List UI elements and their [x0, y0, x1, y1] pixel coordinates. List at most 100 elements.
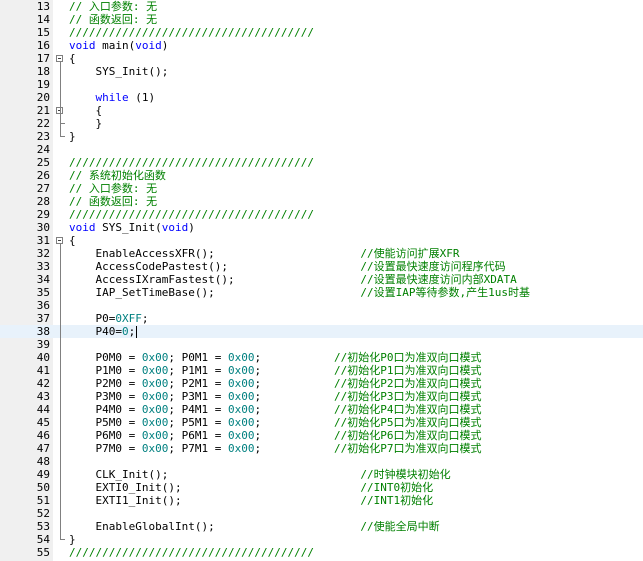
- code-text[interactable]: {: [69, 104, 102, 117]
- code-text[interactable]: }: [69, 533, 76, 546]
- code-line-17[interactable]: 17{: [0, 52, 643, 65]
- code-line-31[interactable]: 31{: [0, 234, 643, 247]
- code-line-27[interactable]: 27// 入口参数: 无: [0, 182, 643, 195]
- code-line-38[interactable]: 38 P40=0;: [0, 325, 643, 338]
- line-number: 24: [36, 143, 50, 156]
- code-token: ; P7M1 =: [168, 442, 228, 455]
- code-text[interactable]: P5M0 = 0x00; P5M1 = 0x00; //初始化P5口为准双向口模…: [69, 416, 481, 429]
- line-number: 46: [36, 429, 50, 442]
- code-line-14[interactable]: 14// 函数返回: 无: [0, 13, 643, 26]
- code-line-48[interactable]: 48: [0, 455, 643, 468]
- code-text[interactable]: SYS_Init();: [69, 65, 168, 78]
- code-text[interactable]: EXTI0_Init(); //INT0初始化: [69, 481, 433, 494]
- code-text[interactable]: CLK_Init(); //时钟模块初始化: [69, 468, 450, 481]
- code-text[interactable]: EnableGlobalInt(); //使能全局中断: [69, 520, 440, 533]
- keyword-token: while: [95, 91, 129, 104]
- code-text[interactable]: // 函数返回: 无: [69, 195, 157, 208]
- code-line-50[interactable]: 50 EXTI0_Init(); //INT0初始化: [0, 481, 643, 494]
- code-text[interactable]: P40=0;: [69, 325, 138, 338]
- code-line-46[interactable]: 46 P6M0 = 0x00; P6M1 = 0x00; //初始化P6口为准双…: [0, 429, 643, 442]
- number-token: 0x00: [141, 377, 169, 390]
- code-text[interactable]: while (1): [69, 91, 156, 104]
- code-text[interactable]: /////////////////////////////////////: [69, 546, 314, 559]
- code-text[interactable]: /////////////////////////////////////: [69, 26, 314, 39]
- code-line-28[interactable]: 28// 函数返回: 无: [0, 195, 643, 208]
- code-line-15[interactable]: 15/////////////////////////////////////: [0, 26, 643, 39]
- code-text[interactable]: P6M0 = 0x00; P6M1 = 0x00; //初始化P6口为准双向口模…: [69, 429, 481, 442]
- code-text[interactable]: // 入口参数: 无: [69, 182, 157, 195]
- code-line-54[interactable]: 54}: [0, 533, 643, 546]
- text-cursor: [136, 326, 138, 338]
- code-text[interactable]: {: [69, 234, 76, 247]
- code-line-55[interactable]: 55/////////////////////////////////////: [0, 546, 643, 559]
- code-line-23[interactable]: 23}: [0, 130, 643, 143]
- code-text[interactable]: }: [69, 117, 102, 130]
- comment-token: //使能全局中断: [360, 520, 440, 533]
- code-line-19[interactable]: 19: [0, 78, 643, 91]
- code-line-41[interactable]: 41 P1M0 = 0x00; P1M1 = 0x00; //初始化P1口为准双…: [0, 364, 643, 377]
- code-line-18[interactable]: 18 SYS_Init();: [0, 65, 643, 78]
- code-line-29[interactable]: 29/////////////////////////////////////: [0, 208, 643, 221]
- comment-token: /////////////////////////////////////: [69, 156, 315, 169]
- code-line-45[interactable]: 45 P5M0 = 0x00; P5M1 = 0x00; //初始化P5口为准双…: [0, 416, 643, 429]
- code-text[interactable]: void SYS_Init(void): [69, 221, 195, 234]
- code-text[interactable]: // 函数返回: 无: [69, 13, 157, 26]
- code-text[interactable]: IAP_SetTimeBase(); //设置IAP等待参数,产生1us时基: [69, 286, 530, 299]
- code-line-32[interactable]: 32 EnableAccessXFR(); //使能访问扩展XFR: [0, 247, 643, 260]
- code-text[interactable]: P4M0 = 0x00; P4M1 = 0x00; //初始化P4口为准双向口模…: [69, 403, 481, 416]
- code-line-53[interactable]: 53 EnableGlobalInt(); //使能全局中断: [0, 520, 643, 533]
- code-token: ; P2M1 =: [168, 377, 228, 390]
- line-number: 20: [36, 91, 50, 104]
- code-line-26[interactable]: 26// 系统初始化函数: [0, 169, 643, 182]
- code-line-35[interactable]: 35 IAP_SetTimeBase(); //设置IAP等待参数,产生1us时…: [0, 286, 643, 299]
- code-text[interactable]: void main(void): [69, 39, 168, 52]
- fold-toggle-icon[interactable]: [56, 55, 63, 62]
- code-line-25[interactable]: 25/////////////////////////////////////: [0, 156, 643, 169]
- code-text[interactable]: P7M0 = 0x00; P7M1 = 0x00; //初始化P7口为准双向口模…: [69, 442, 481, 455]
- code-line-20[interactable]: 20 while (1): [0, 91, 643, 104]
- code-text[interactable]: /////////////////////////////////////: [69, 208, 314, 221]
- code-line-24[interactable]: 24: [0, 143, 643, 156]
- code-token: ;: [254, 377, 334, 390]
- code-line-34[interactable]: 34 AccessIXramFastest(); //设置最快速度访问内部XDA…: [0, 273, 643, 286]
- comment-token: /////////////////////////////////////: [69, 26, 315, 39]
- code-line-37[interactable]: 37 P0=0XFF;: [0, 312, 643, 325]
- code-text[interactable]: // 入口参数: 无: [69, 0, 157, 13]
- code-text[interactable]: AccessCodePastest(); //设置最快速度访问程序代码: [69, 260, 505, 273]
- code-text[interactable]: /////////////////////////////////////: [69, 156, 314, 169]
- code-line-36[interactable]: 36: [0, 299, 643, 312]
- fold-toggle-icon[interactable]: [56, 107, 63, 114]
- code-line-52[interactable]: 52: [0, 507, 643, 520]
- code-line-51[interactable]: 51 EXTI1_Init(); //INT1初始化: [0, 494, 643, 507]
- code-text[interactable]: AccessIXramFastest(); //设置最快速度访问内部XDATA: [69, 273, 516, 286]
- code-text[interactable]: P0=0XFF;: [69, 312, 148, 325]
- code-line-40[interactable]: 40 P0M0 = 0x00; P0M1 = 0x00; //初始化P0口为准双…: [0, 351, 643, 364]
- code-line-21[interactable]: 21 {: [0, 104, 643, 117]
- code-token: ; P1M1 =: [168, 364, 228, 377]
- code-line-33[interactable]: 33 AccessCodePastest(); //设置最快速度访问程序代码: [0, 260, 643, 273]
- fold-toggle-icon[interactable]: [56, 237, 63, 244]
- code-text[interactable]: // 系统初始化函数: [69, 169, 166, 182]
- code-text[interactable]: P1M0 = 0x00; P1M1 = 0x00; //初始化P1口为准双向口模…: [69, 364, 481, 377]
- code-text[interactable]: EXTI1_Init(); //INT1初始化: [69, 494, 433, 507]
- code-line-44[interactable]: 44 P4M0 = 0x00; P4M1 = 0x00; //初始化P4口为准双…: [0, 403, 643, 416]
- code-line-49[interactable]: 49 CLK_Init(); //时钟模块初始化: [0, 468, 643, 481]
- code-line-13[interactable]: 13// 入口参数: 无: [0, 0, 643, 13]
- line-number: 33: [36, 260, 50, 273]
- code-line-22[interactable]: 22 }: [0, 117, 643, 130]
- code-line-43[interactable]: 43 P3M0 = 0x00; P3M1 = 0x00; //初始化P3口为准双…: [0, 390, 643, 403]
- fold-guide-line: [60, 244, 61, 539]
- code-text[interactable]: EnableAccessXFR(); //使能访问扩展XFR: [69, 247, 459, 260]
- code-text[interactable]: }: [69, 130, 76, 143]
- code-line-39[interactable]: 39: [0, 338, 643, 351]
- code-text[interactable]: P3M0 = 0x00; P3M1 = 0x00; //初始化P3口为准双向口模…: [69, 390, 481, 403]
- code-text[interactable]: {: [69, 52, 76, 65]
- code-line-42[interactable]: 42 P2M0 = 0x00; P2M1 = 0x00; //初始化P2口为准双…: [0, 377, 643, 390]
- number-token: 0x00: [141, 429, 169, 442]
- code-text[interactable]: P2M0 = 0x00; P2M1 = 0x00; //初始化P2口为准双向口模…: [69, 377, 481, 390]
- code-text[interactable]: P0M0 = 0x00; P0M1 = 0x00; //初始化P0口为准双向口模…: [69, 351, 481, 364]
- code-line-47[interactable]: 47 P7M0 = 0x00; P7M1 = 0x00; //初始化P7口为准双…: [0, 442, 643, 455]
